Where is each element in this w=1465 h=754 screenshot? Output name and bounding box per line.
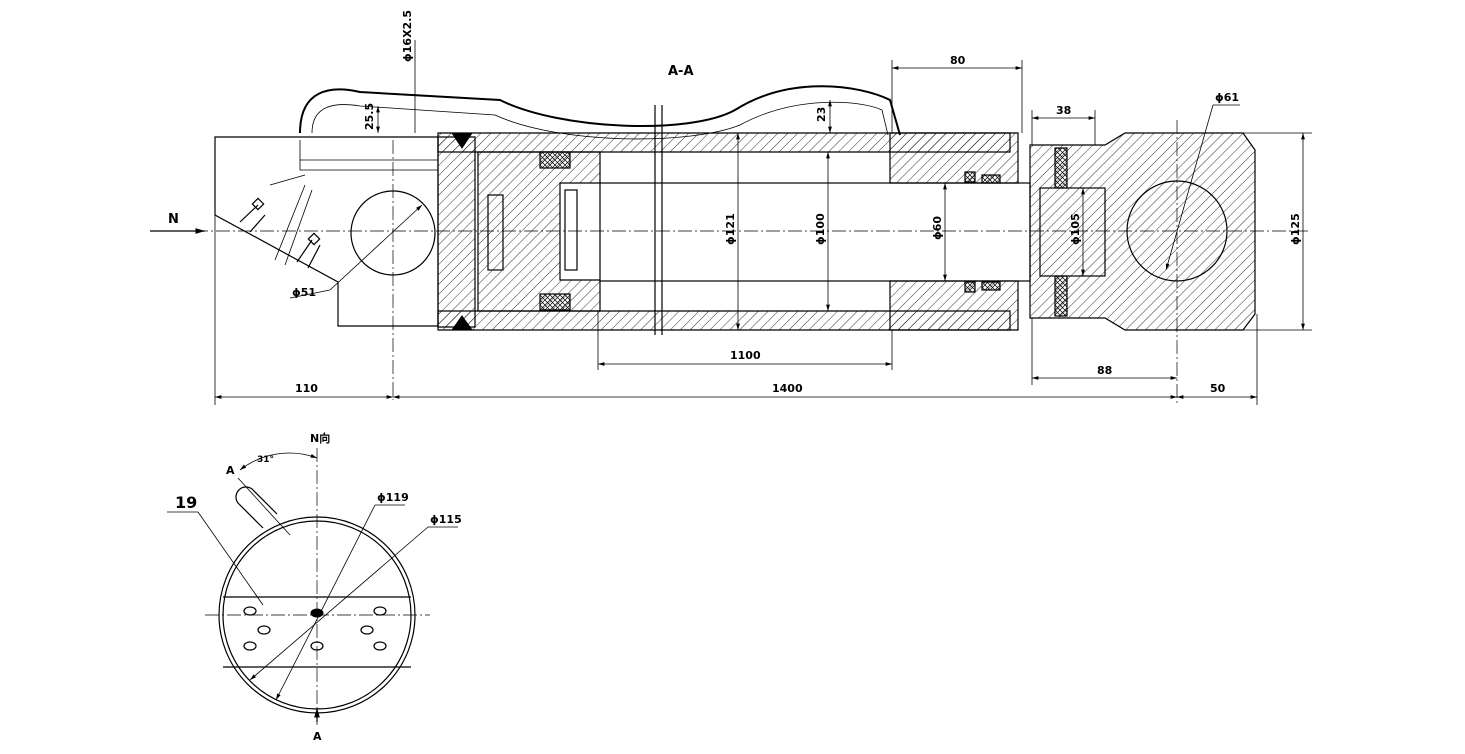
dim-100: ϕ100: [814, 213, 827, 245]
dim-110: 110: [295, 382, 318, 395]
dim-51: ϕ51: [292, 286, 316, 299]
dim-50: 50: [1210, 382, 1226, 395]
dim-125: ϕ125: [1289, 213, 1302, 245]
gland-seal-3: [964, 281, 976, 293]
weld-marks: [451, 132, 473, 331]
center-hole: [310, 608, 324, 618]
port-right: [296, 239, 321, 269]
dim-38: 38: [1056, 104, 1071, 117]
dim-119: ϕ119: [377, 491, 409, 504]
port-left-cap: [251, 197, 265, 211]
piston-nut: [487, 194, 504, 271]
gland-seal-4: [981, 281, 1001, 291]
rod-eye-bush-bottom: [1054, 275, 1068, 317]
hole: [257, 625, 271, 635]
section-label: A-A: [668, 64, 694, 79]
rear-clevis: [214, 136, 439, 327]
piston-ring: [564, 189, 578, 271]
cut-line-top: [237, 477, 291, 536]
n-view-label: N向: [310, 431, 330, 445]
dim-115-leader: [249, 526, 429, 681]
dim-61: ϕ61: [1215, 91, 1239, 104]
dim-88: 88: [1097, 364, 1112, 377]
n-arrow-label: N: [168, 212, 179, 227]
external-pipe-inner: [311, 101, 889, 140]
dim-105: ϕ105: [1069, 213, 1082, 245]
front-gland-top: [889, 132, 1019, 184]
gland-seal-1: [964, 171, 976, 183]
hole: [373, 606, 387, 616]
hole: [310, 641, 324, 651]
gland-seal-2: [981, 174, 1001, 184]
rod-eye-thread: [1039, 187, 1106, 277]
section-view: N: [150, 10, 1312, 405]
dim-80: 80: [950, 54, 966, 67]
dim-23: 23: [815, 107, 828, 122]
hole: [243, 641, 257, 651]
dim-51-leader: [329, 204, 423, 291]
rod-eye: [1029, 132, 1256, 331]
front-gland-bottom: [889, 280, 1019, 331]
cut-label-a-top: A: [226, 464, 235, 477]
angled-passage: [274, 184, 313, 266]
piston-seal-top: [539, 151, 571, 169]
dim-119-leader: [275, 504, 376, 701]
dim-61-leader: [1165, 104, 1214, 271]
plate-holes: [243, 606, 387, 651]
dim-121: ϕ121: [724, 213, 737, 245]
rear-end-cap: [437, 136, 476, 328]
hole: [360, 625, 374, 635]
dim-1100: 1100: [730, 349, 761, 362]
angle-arc: [239, 452, 318, 471]
dim-115: ϕ115: [430, 513, 462, 526]
hole: [373, 641, 387, 651]
piston-seal-bottom: [539, 293, 571, 311]
dim-51-shelf: [289, 289, 331, 299]
part-19-leader: [197, 511, 264, 606]
angle-label: 31°: [257, 455, 274, 465]
dim-1400: 1400: [772, 382, 803, 395]
external-pipe-outer: [299, 85, 901, 136]
internal-passage: [269, 140, 438, 186]
rod-eye-bush-top: [1054, 147, 1068, 189]
n-view: N向 A A 31° 19: [167, 431, 462, 743]
part-19-label: 19: [175, 493, 197, 512]
port-right-cap: [307, 232, 321, 246]
hole: [243, 606, 257, 616]
angled-port-tube: [235, 486, 278, 529]
dim-pipe: ϕ16X2.5: [401, 10, 414, 62]
break-lines: [654, 105, 663, 335]
dim-25-5: 25.5: [363, 103, 376, 130]
piston: [477, 151, 601, 312]
dim-60: ϕ60: [931, 216, 944, 240]
cut-label-a-bottom: A: [313, 730, 322, 743]
port-left: [239, 204, 266, 233]
